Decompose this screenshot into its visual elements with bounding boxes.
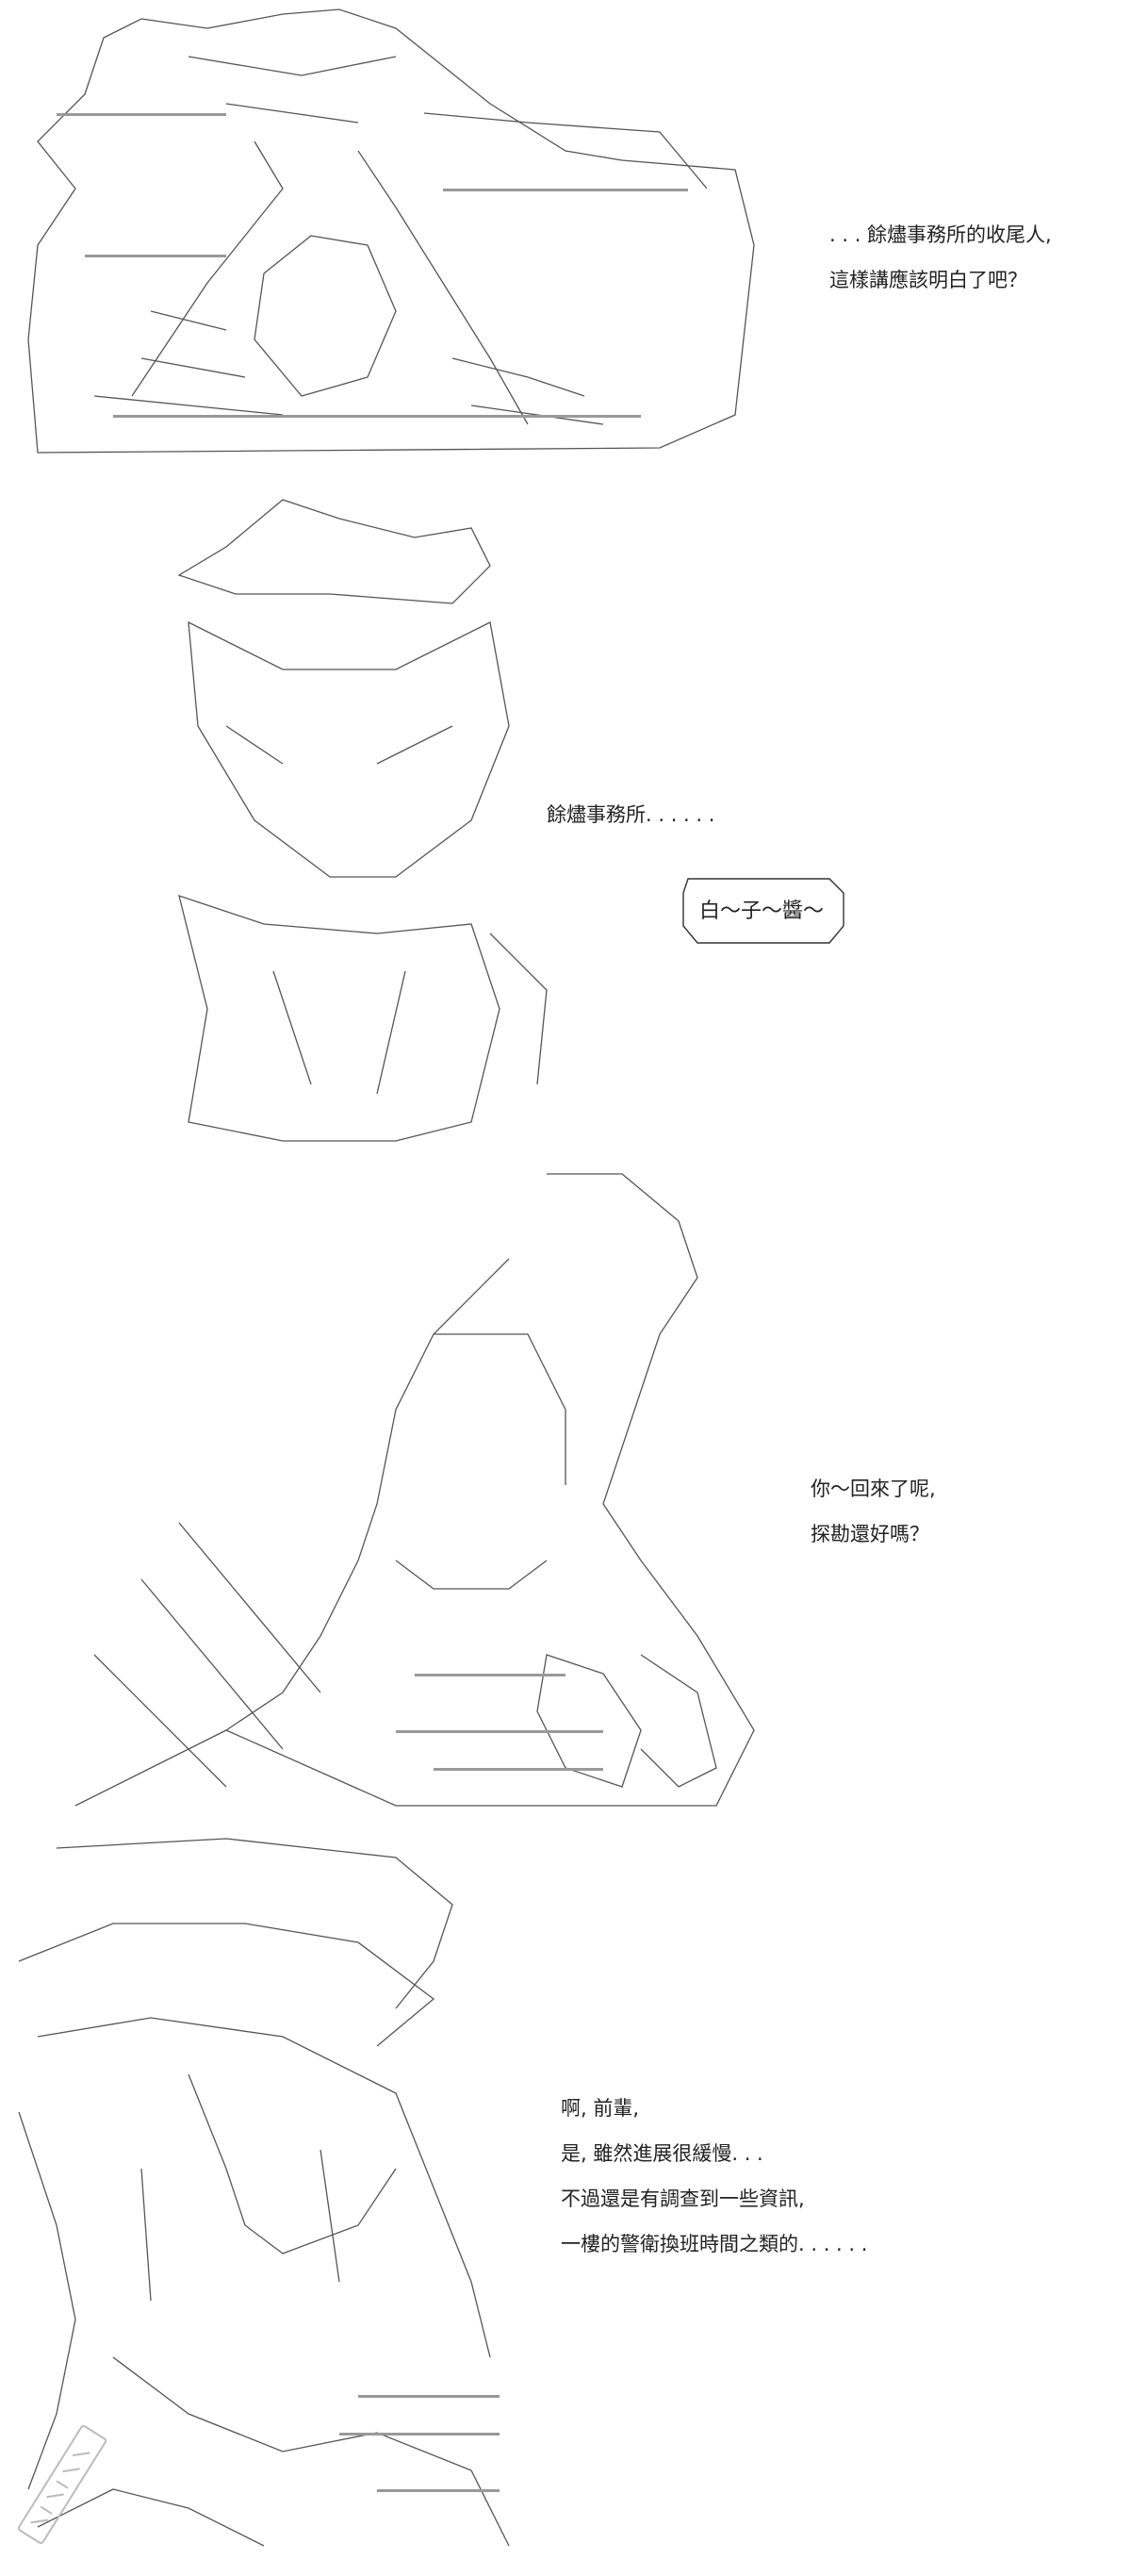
panel-1-dialogue: . . . 餘燼事務所的收尾人, 這樣講應該明白了吧？ <box>829 212 1052 303</box>
panel-1: . . . 餘燼事務所的收尾人, 這樣講應該明白了吧？ <box>0 0 1131 471</box>
dialogue-line: 你～回來了呢, <box>811 1478 936 1500</box>
panel-3: 你～回來了呢, 探勘還好嗎？ <box>0 1164 1131 1815</box>
dialogue-line: 這樣講應該明白了吧？ <box>829 269 1027 291</box>
speech-bubble: 白～子～醬～ <box>669 860 858 954</box>
ascii-art-figure-2 <box>177 499 548 1142</box>
dialogue-line: 啊, 前輩, <box>561 2097 640 2120</box>
ascii-art-figure-3 <box>74 1173 755 1807</box>
panel-4: 啊, 前輩, 是, 雖然進展很緩慢. . . 不過還是有調查到一些資訊, 一樓的… <box>0 1829 1131 2576</box>
dialogue-line: 不過還是有調查到一些資訊, <box>561 2188 805 2210</box>
panel-2-dialogue: 餘燼事務所. . . . . . <box>547 792 714 837</box>
dialogue-line: 是, 雖然進展很緩慢. . . <box>561 2142 763 2165</box>
panel-4-dialogue: 啊, 前輩, 是, 雖然進展很緩慢. . . 不過還是有調查到一些資訊, 一樓的… <box>561 2086 867 2267</box>
speech-bubble-text: 白～子～醬～ <box>699 900 825 923</box>
watermark-icon <box>17 2425 107 2544</box>
ascii-art-figure-4 <box>18 1838 510 2547</box>
dialogue-line: 餘燼事務所. . . . . . <box>547 803 715 826</box>
dialogue-line: 一樓的警衛換班時間之類的. . . . . . <box>561 2233 868 2255</box>
dialogue-line: 探勘還好嗎？ <box>811 1523 929 1545</box>
panel-2: 餘燼事務所. . . . . . 白～子～醬～ <box>0 481 1131 1160</box>
dialogue-line: . . . 餘燼事務所的收尾人, <box>829 223 1052 246</box>
ascii-art-figure-1 <box>27 8 755 454</box>
panel-3-dialogue: 你～回來了呢, 探勘還好嗎？ <box>811 1466 936 1557</box>
speech-bubble-frame <box>682 878 844 944</box>
